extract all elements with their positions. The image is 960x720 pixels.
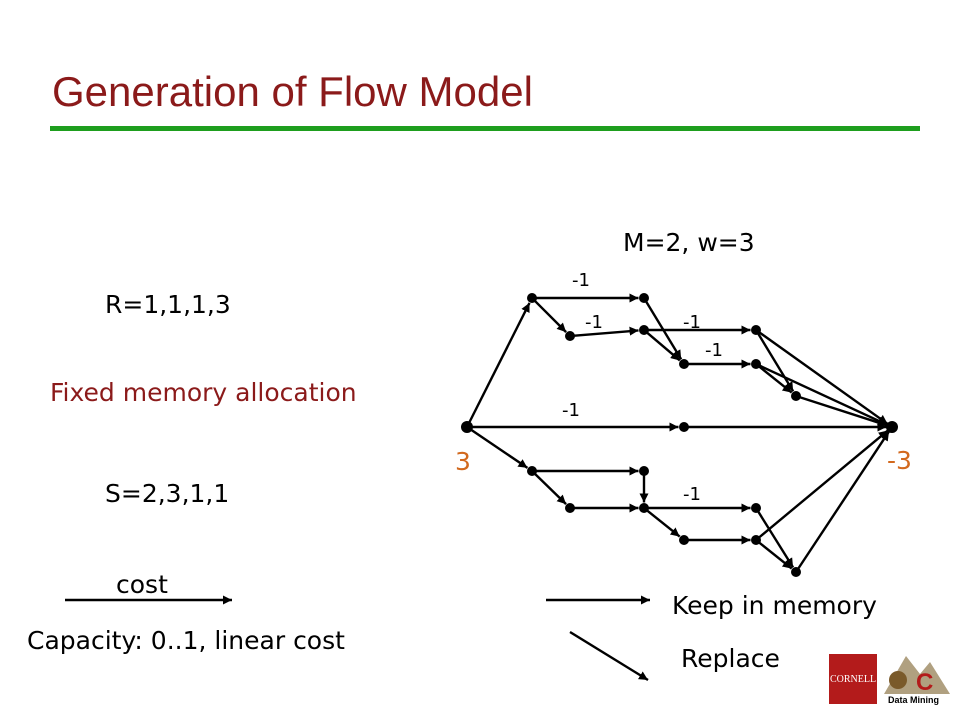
legend-capacity-label: Capacity: 0..1, linear cost: [27, 626, 345, 655]
legend-cost-label: cost: [116, 570, 168, 599]
legend-keep-label: Keep in memory: [672, 591, 877, 620]
flow-edge: [758, 365, 793, 394]
edge-cost-label: -1: [562, 400, 580, 421]
flow-node: [639, 293, 649, 303]
edge-cost-label: -1: [683, 312, 701, 333]
edge-cost-label: -1: [572, 270, 590, 291]
memory-allocation-label: Fixed memory allocation: [50, 378, 357, 407]
legend-replace-arrow: [569, 630, 649, 682]
flow-node: [679, 422, 689, 432]
flow-edge: [470, 428, 529, 469]
flow-edge: [758, 331, 889, 425]
logo-letter: C: [916, 669, 933, 696]
flow-node: [791, 391, 801, 401]
bear-icon: [889, 671, 907, 689]
flow-edge: [467, 302, 531, 424]
edge-cost-label: -1: [683, 484, 701, 505]
source-supply-value: 3: [455, 447, 471, 476]
flow-node: [751, 325, 761, 335]
flow-node: [751, 503, 761, 513]
data-mining-logo: C Data Mining: [884, 656, 950, 705]
size-sequence: S=2,3,1,1: [105, 479, 230, 508]
flow-edge: [757, 511, 795, 568]
source-node: [461, 421, 473, 433]
cornell-logo: CORNELL: [829, 654, 877, 704]
flow-node: [565, 503, 575, 513]
edge-cost-label: -1: [705, 340, 723, 361]
flow-node: [639, 503, 649, 513]
flow-node: [751, 535, 761, 545]
flow-node: [791, 567, 801, 577]
flow-node: [679, 359, 689, 369]
flow-edge: [646, 509, 681, 538]
flow-edge: [534, 300, 567, 333]
flow-edge: [759, 364, 888, 426]
flow-edge: [646, 332, 681, 362]
flow-edge: [758, 541, 793, 570]
flow-edge: [758, 429, 889, 539]
model-parameters: M=2, w=3: [623, 228, 755, 257]
legend-replace-label: Replace: [681, 644, 780, 673]
flow-node: [565, 331, 575, 341]
flow-node: [527, 466, 537, 476]
logo-caption: Data Mining: [888, 695, 939, 705]
edge-cost-label: -1: [585, 312, 603, 333]
flow-edge: [534, 473, 567, 506]
reference-sequence: R=1,1,1,3: [105, 290, 231, 319]
page-title: Generation of Flow Model: [52, 68, 533, 115]
flow-node: [639, 325, 649, 335]
flow-edge: [799, 396, 888, 427]
sink-demand-value: -3: [887, 446, 912, 475]
flow-node: [679, 535, 689, 545]
flow-edge: [797, 430, 890, 569]
flow-edge: [757, 333, 795, 392]
title-underline: [50, 126, 920, 131]
flow-node: [751, 359, 761, 369]
flow-node: [639, 466, 649, 476]
sink-node: [886, 421, 898, 433]
flow-edge: [574, 326, 639, 337]
flow-node: [527, 293, 537, 303]
